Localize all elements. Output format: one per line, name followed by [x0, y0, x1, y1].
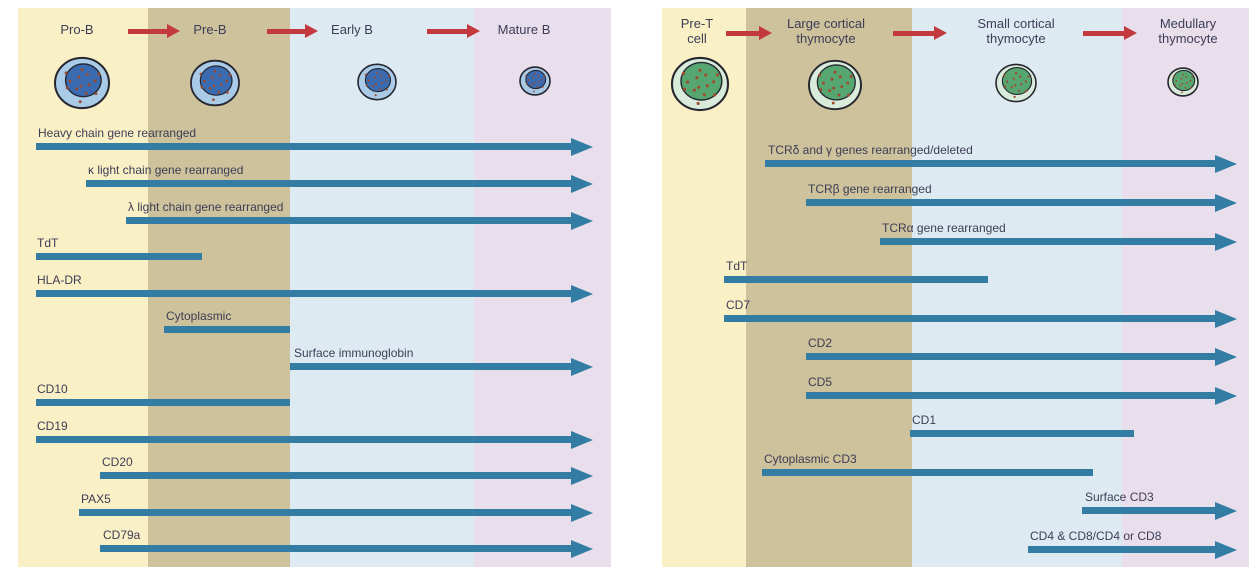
marker-arrowhead-icon — [1215, 193, 1237, 212]
marker-label: TCRβ gene rearranged — [808, 182, 932, 196]
marker-label: Cytoplasmic CD3 — [764, 452, 857, 466]
marker-label: Surface immunoglobin — [294, 346, 414, 360]
stage-transition-arrowhead-icon — [934, 26, 947, 40]
marker-label: TCRα gene rearranged — [882, 221, 1006, 235]
marker-expression-bar — [1082, 507, 1215, 514]
marker-arrowhead-icon — [1215, 309, 1237, 328]
stage-label: Pro-B — [60, 22, 94, 37]
stage-label: Mature B — [497, 22, 551, 37]
band-cream — [18, 8, 148, 567]
marker-label: λ light chain gene rearranged — [128, 200, 284, 214]
band-blue — [290, 8, 474, 567]
band-lavender — [1122, 8, 1249, 567]
marker-expression-bar — [164, 326, 290, 333]
stage-label: Large cortical thymocyte — [786, 16, 866, 46]
marker-label: Heavy chain gene rearranged — [38, 126, 197, 140]
marker-arrowhead-icon — [1215, 540, 1237, 559]
marker-expression-bar — [1028, 546, 1215, 553]
stage-transition-arrowhead-icon — [1124, 26, 1137, 40]
stage-transition-arrow — [267, 28, 306, 34]
marker-expression-bar — [36, 143, 571, 150]
marker-arrowhead-icon — [571, 430, 593, 449]
marker-label: CD19 — [37, 419, 68, 433]
marker-expression-bar — [806, 392, 1215, 399]
marker-expression-bar — [762, 469, 1093, 476]
marker-label: CD20 — [102, 455, 133, 469]
stage-label: Early B — [331, 22, 373, 37]
marker-expression-bar — [806, 199, 1215, 206]
b-cell-development-panel — [18, 8, 611, 567]
stage-transition-arrow — [726, 30, 760, 36]
marker-expression-bar — [724, 315, 1215, 322]
band-blue — [912, 8, 1122, 567]
marker-arrowhead-icon — [571, 174, 593, 193]
stage-transition-arrowhead-icon — [467, 24, 480, 38]
marker-arrowhead-icon — [571, 503, 593, 522]
marker-arrowhead-icon — [1215, 386, 1237, 405]
marker-expression-bar — [765, 160, 1215, 167]
stage-transition-arrow — [128, 28, 168, 34]
marker-label: CD10 — [37, 382, 68, 396]
marker-label: PAX5 — [81, 492, 111, 506]
marker-expression-bar — [86, 180, 571, 187]
band-tan — [148, 8, 290, 567]
marker-arrowhead-icon — [571, 357, 593, 376]
marker-arrowhead-icon — [571, 466, 593, 485]
marker-label: CD7 — [726, 298, 751, 312]
marker-expression-bar — [36, 436, 571, 443]
marker-label: CD5 — [808, 375, 833, 389]
stage-label: Pre-B — [193, 22, 227, 37]
marker-expression-bar — [290, 363, 571, 370]
marker-label: CD4 & CD8/CD4 or CD8 — [1030, 529, 1162, 543]
marker-arrowhead-icon — [1215, 232, 1237, 251]
marker-label: TdT — [37, 236, 59, 250]
marker-label: κ light chain gene rearranged — [88, 163, 244, 177]
marker-expression-bar — [910, 430, 1134, 437]
marker-label: TCRδ and γ genes rearranged/deleted — [768, 143, 973, 157]
marker-arrowhead-icon — [1215, 347, 1237, 366]
marker-expression-bar — [79, 509, 571, 516]
marker-arrowhead-icon — [1215, 501, 1237, 520]
marker-expression-bar — [100, 545, 571, 552]
stage-transition-arrowhead-icon — [167, 24, 180, 38]
marker-label: Cytoplasmic — [166, 309, 232, 323]
stage-transition-arrow — [427, 28, 468, 34]
marker-arrowhead-icon — [571, 211, 593, 230]
stage-transition-arrow — [893, 30, 935, 36]
marker-arrowhead-icon — [571, 539, 593, 558]
marker-expression-bar — [100, 472, 571, 479]
band-cream — [662, 8, 746, 567]
t-cell-development-panel — [662, 8, 1249, 567]
stage-transition-arrowhead-icon — [759, 26, 772, 40]
marker-label: HLA-DR — [37, 273, 82, 287]
marker-expression-bar — [36, 399, 290, 406]
marker-expression-bar — [36, 253, 202, 260]
marker-label: CD79a — [103, 528, 141, 542]
stage-label: Pre-T cell — [680, 16, 714, 46]
marker-label: CD1 — [912, 413, 937, 427]
stage-label: Medullary thymocyte — [1158, 16, 1218, 46]
marker-label: CD2 — [808, 336, 833, 350]
stage-transition-arrow — [1083, 30, 1125, 36]
marker-arrowhead-icon — [571, 284, 593, 303]
marker-expression-bar — [880, 238, 1215, 245]
marker-label: TdT — [726, 259, 748, 273]
band-tan — [746, 8, 912, 567]
marker-arrowhead-icon — [1215, 154, 1237, 173]
marker-expression-bar — [806, 353, 1215, 360]
marker-expression-bar — [36, 290, 571, 297]
marker-label: Surface CD3 — [1085, 490, 1154, 504]
marker-expression-bar — [126, 217, 571, 224]
marker-expression-bar — [724, 276, 988, 283]
marker-arrowhead-icon — [571, 137, 593, 156]
stage-transition-arrowhead-icon — [305, 24, 318, 38]
stage-label: Small cortical thymocyte — [977, 16, 1055, 46]
